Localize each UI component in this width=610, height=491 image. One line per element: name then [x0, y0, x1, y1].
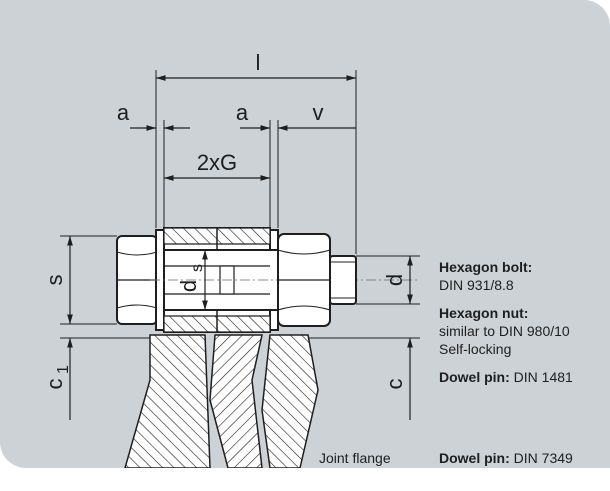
- diagram-panel: l a a v 2xG s d s d c 1 c Hexagon bolt: …: [0, 0, 610, 468]
- legend-hexagon-nut-value-1: similar to DIN 980/10: [439, 323, 570, 339]
- dim-label-c1-sub: 1: [55, 365, 72, 374]
- right-flange: [261, 334, 319, 468]
- joint-flange-caption: Joint flange: [319, 450, 391, 466]
- dim-label-a-left: a: [117, 100, 130, 125]
- left-flange: [124, 334, 211, 468]
- dim-label-d: d: [382, 274, 407, 286]
- legend-dowel-pin-1-label: Dowel pin:: [439, 369, 510, 385]
- center-flange: [209, 334, 263, 468]
- legend-hexagon-nut: Hexagon nut: similar to DIN 980/10 Self-…: [439, 304, 609, 358]
- dim-label-v: v: [313, 100, 324, 125]
- joint-flange: [124, 334, 319, 468]
- dim-label-l: l: [256, 50, 261, 75]
- dim-label-c: c: [382, 379, 407, 390]
- legend-dowel-pin-2-value: DIN 7349: [509, 450, 573, 466]
- legend-dowel-pin-1: Dowel pin: DIN 1481: [439, 368, 609, 386]
- legend-hexagon-bolt-label: Hexagon bolt:: [439, 259, 533, 275]
- dim-label-ds-main: d: [176, 280, 201, 292]
- dim-label-c1: c 1: [42, 365, 72, 390]
- legend-dowel-pin-2-label: Dowel pin:: [439, 450, 510, 466]
- legend-dowel-pin-2: Dowel pin: DIN 7349: [439, 450, 573, 466]
- legend-dowel-pin-1-value: DIN 1481: [509, 369, 573, 385]
- dim-label-c1-main: c: [42, 379, 67, 390]
- dim-label-s: s: [42, 275, 67, 286]
- bolt-shank: [150, 249, 420, 311]
- legend: Hexagon bolt: DIN 931/8.8 Hexagon nut: s…: [439, 258, 609, 396]
- bolt-thread-end: [329, 255, 357, 305]
- legend-hexagon-nut-label: Hexagon nut:: [439, 305, 529, 321]
- legend-hexagon-nut-value-2: Self-locking: [439, 341, 512, 357]
- hexagon-nut: [277, 233, 331, 327]
- dim-label-g: 2xG: [197, 150, 237, 175]
- extension-lines: [60, 70, 420, 339]
- legend-hexagon-bolt: Hexagon bolt: DIN 931/8.8: [439, 258, 609, 294]
- bolt-joint-drawing: l a a v 2xG s d s d c 1 c: [42, 50, 420, 468]
- dim-label-a-right: a: [236, 100, 249, 125]
- dim-label-ds: d s: [176, 264, 206, 292]
- dim-label-ds-sub: s: [189, 264, 206, 272]
- legend-hexagon-bolt-value: DIN 931/8.8: [439, 277, 514, 293]
